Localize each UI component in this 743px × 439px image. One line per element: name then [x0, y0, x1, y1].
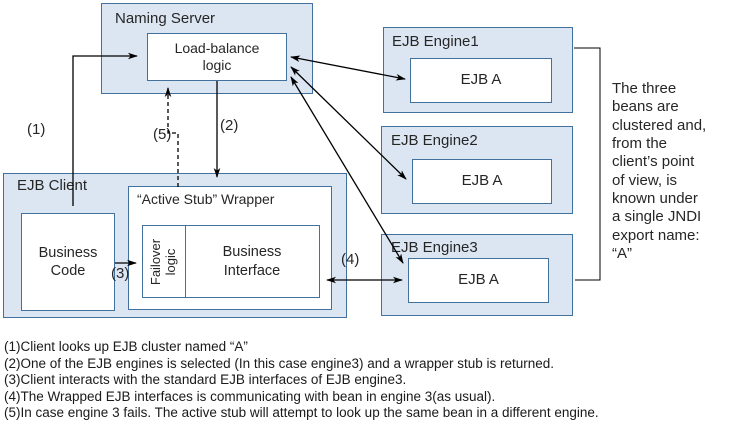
- side-note-line: clustered and,: [612, 117, 707, 134]
- ejb-engine2-bean-label: EJB A: [461, 172, 503, 190]
- footnote-1: (1)Client looks up EJB cluster named “A”: [4, 339, 248, 354]
- footnote-3: (3)Client interacts with the standard EJ…: [4, 372, 407, 387]
- connector-label-5: (5): [153, 126, 172, 143]
- failover-logic-box: Failover logic: [142, 225, 186, 298]
- side-note-line: The three: [612, 80, 677, 97]
- load-balance-logic-label: Load-balance logic: [174, 39, 260, 74]
- business-code-label: Business Code: [38, 244, 98, 279]
- side-note-line: beans are: [612, 98, 679, 115]
- ejb-engine1-bean-label: EJB A: [460, 71, 502, 89]
- footnote-4: (4)The Wrapped EJB interfaces is communi…: [4, 389, 496, 404]
- connector-label-2: (2): [220, 117, 239, 134]
- failover-logic-label: Failover logic: [148, 238, 178, 285]
- ejb-engine3-bean-box: EJB A: [408, 258, 549, 303]
- ejb-client-title: EJB Client: [17, 177, 88, 194]
- connector-label-3: (3): [111, 265, 130, 282]
- business-interface-box: Business Interface: [184, 225, 320, 298]
- ejb-engine3-bean-label: EJB A: [458, 271, 499, 289]
- side-note-line: from the: [612, 135, 668, 152]
- side-note-line: client’s point: [612, 153, 695, 170]
- footnote-2: (2)One of the EJB engines is selected (I…: [4, 356, 555, 371]
- business-interface-label: Business Interface: [222, 244, 282, 279]
- ejb-engine2-title: EJB Engine2: [391, 132, 478, 149]
- ejb-engine3-title: EJB Engine3: [391, 239, 478, 256]
- footnote-5: (5)In case engine 3 fails. The active st…: [4, 405, 599, 420]
- ejb-engine2-bean-box: EJB A: [412, 159, 552, 204]
- side-note-line: a single JNDI: [612, 208, 702, 225]
- connector-label-1: (1): [27, 121, 46, 138]
- side-note-line: export name:: [612, 227, 700, 244]
- connector-label-4: (4): [341, 251, 360, 268]
- naming-server-title: Naming Server: [115, 10, 216, 27]
- ejb-engine1-title: EJB Engine1: [392, 33, 479, 50]
- business-code-box: Business Code: [21, 213, 115, 311]
- load-balance-logic-box: Load-balance logic: [147, 33, 287, 81]
- cluster-bracket-line: [574, 47, 601, 281]
- active-stub-wrapper-title: “Active Stub” Wrapper: [137, 191, 275, 207]
- side-note-line: known under: [612, 190, 698, 207]
- side-note-line: “A”: [612, 245, 632, 262]
- ejb-engine1-bean-box: EJB A: [410, 58, 552, 103]
- side-note-line: of view, is: [612, 172, 678, 189]
